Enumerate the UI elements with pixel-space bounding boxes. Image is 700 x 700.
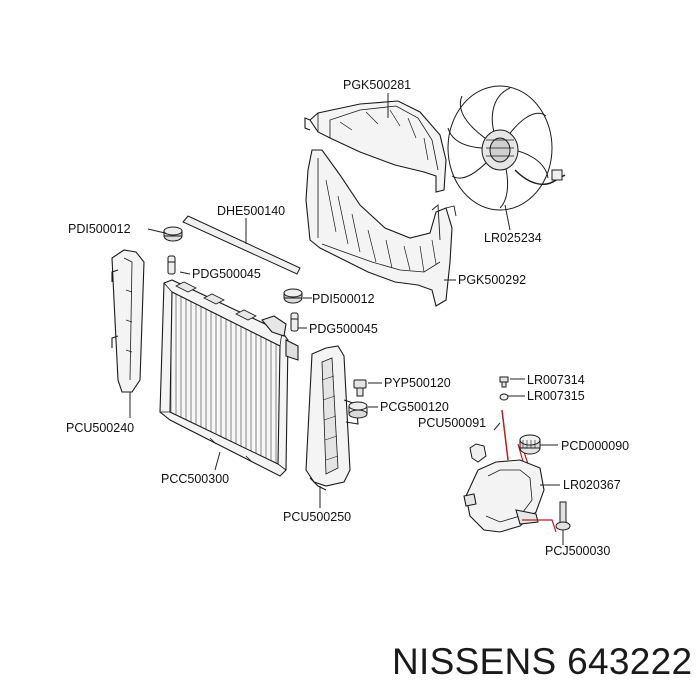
label-lr025234: LR025234 (484, 231, 542, 245)
radiator (159, 279, 299, 477)
pin-lower (290, 312, 299, 332)
expansion-tank (463, 459, 545, 533)
label-pcu500091: PCU500091 (418, 416, 487, 430)
leader-lines (129, 93, 564, 545)
fan-shroud-lower (305, 149, 457, 307)
label-pgk500281: PGK500281 (343, 78, 412, 92)
pin-upper (167, 255, 176, 275)
label-dhe500140: DHE500140 (217, 204, 286, 218)
label-lr007314: LR007314 (527, 373, 585, 387)
label-pcj500030: PCJ500030 (545, 544, 611, 558)
rubber-mount-upper (163, 226, 183, 242)
label-pyp500120: PYP500120 (384, 376, 451, 390)
label-pdi500012-lower: PDI500012 (312, 292, 375, 306)
bolt (353, 379, 367, 397)
label-pgk500292: PGK500292 (458, 273, 527, 287)
label-pdg500045-upper: PDG500045 (192, 267, 261, 281)
washer (499, 393, 509, 401)
seal-strip (182, 215, 301, 275)
label-pdi500012-upper: PDI500012 (68, 222, 131, 236)
fan-shroud-upper (304, 100, 447, 193)
side-bracket-left (111, 249, 145, 393)
expansion-tank-cap (519, 434, 541, 455)
side-bracket-right (305, 345, 359, 491)
label-lr007315: LR007315 (527, 389, 585, 403)
label-pcu500250: PCU500250 (283, 510, 352, 524)
label-pcg500120: PCG500120 (380, 400, 449, 414)
rubber-mount-lower (283, 288, 303, 304)
label-lr020367: LR020367 (563, 478, 621, 492)
cooling-fan (447, 85, 566, 211)
label-pdg500045-lower: PDG500045 (309, 322, 378, 336)
label-pcd000090: PCD000090 (561, 439, 630, 453)
brand-part-number: NISSENS 643222 (392, 641, 693, 682)
label-pcc500300: PCC500300 (161, 472, 230, 486)
screw (499, 376, 509, 388)
label-pcu500240: PCU500240 (66, 421, 135, 435)
grommet (348, 401, 368, 419)
